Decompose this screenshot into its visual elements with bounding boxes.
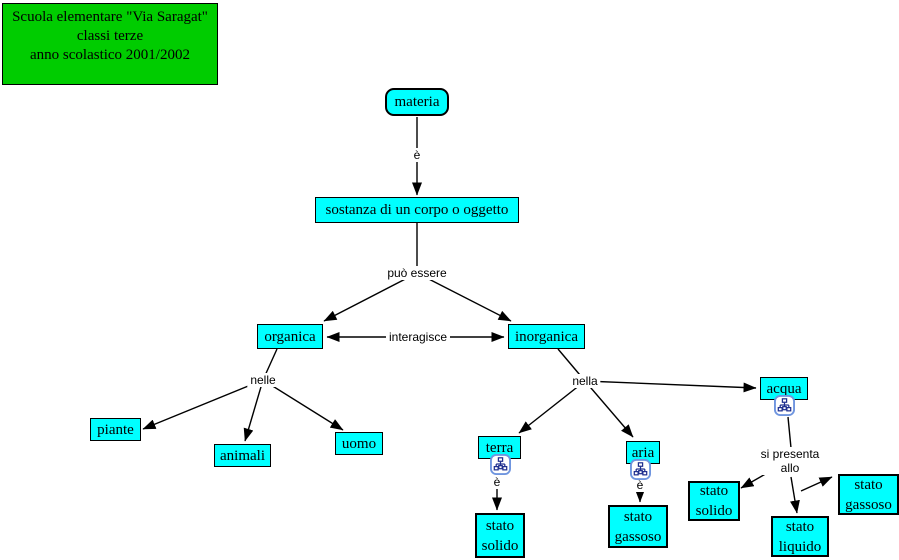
connector-allo-statoliquido xyxy=(790,476,800,514)
connector-puoessere-organica xyxy=(323,272,418,322)
node-materia[interactable]: materia xyxy=(385,88,449,116)
node-stato-gassoso-acqua[interactable]: stato gassoso xyxy=(838,474,899,515)
link-label-e-materia[interactable]: è xyxy=(410,148,424,162)
link-label-nella[interactable]: nella xyxy=(569,374,601,388)
submap-glyph xyxy=(490,454,511,475)
connector-nella-terra xyxy=(518,380,586,434)
connector-allo-statogassoso xyxy=(800,476,833,492)
link-label-nelle[interactable]: nelle xyxy=(247,373,279,387)
node-stato-gassoso-aria[interactable]: stato gassoso xyxy=(608,505,668,548)
link-label-si-presenta-allo[interactable]: si presenta allo xyxy=(757,447,823,475)
connector-nella-aria xyxy=(584,380,634,438)
node-terra[interactable]: terra xyxy=(478,436,521,459)
connector-nella-acqua xyxy=(584,380,757,393)
connector-acqua-sipresenta xyxy=(787,416,792,449)
submap-icon-aria[interactable] xyxy=(630,459,651,480)
submap-icon-terra[interactable] xyxy=(490,454,511,475)
node-acqua[interactable]: acqua xyxy=(760,377,808,400)
link-label-e-aria[interactable]: è xyxy=(633,478,647,492)
node-sostanza[interactable]: sostanza di un corpo o oggetto xyxy=(315,197,519,223)
link-label-interagisce[interactable]: interagisce xyxy=(385,330,451,344)
connector-nelle-piante xyxy=(142,379,264,430)
link-label-e-terra[interactable]: è xyxy=(490,475,504,489)
node-stato-liquido-acqua[interactable]: stato liquido xyxy=(771,516,829,557)
submap-glyph xyxy=(774,395,795,416)
node-organica[interactable]: organica xyxy=(257,324,323,349)
node-animali[interactable]: animali xyxy=(214,444,271,467)
connector-nelle-animali xyxy=(243,379,264,442)
node-aria[interactable]: aria xyxy=(626,441,660,464)
node-piante[interactable]: piante xyxy=(90,418,141,441)
node-stato-solido-terra[interactable]: stato solido xyxy=(475,513,525,558)
node-inorganica[interactable]: inorganica xyxy=(508,324,585,349)
link-label-puo-essere[interactable]: può essere xyxy=(384,266,450,280)
title-box[interactable]: Scuola elementare "Via Saragat" classi t… xyxy=(2,3,218,85)
submap-icon-acqua[interactable] xyxy=(774,395,795,416)
connector-puoessere-inorganica xyxy=(416,272,512,322)
connector-nelle-uomo xyxy=(262,379,344,431)
submap-glyph xyxy=(630,459,651,480)
node-stato-solido-acqua[interactable]: stato solido xyxy=(688,481,740,521)
node-uomo[interactable]: uomo xyxy=(335,432,383,455)
